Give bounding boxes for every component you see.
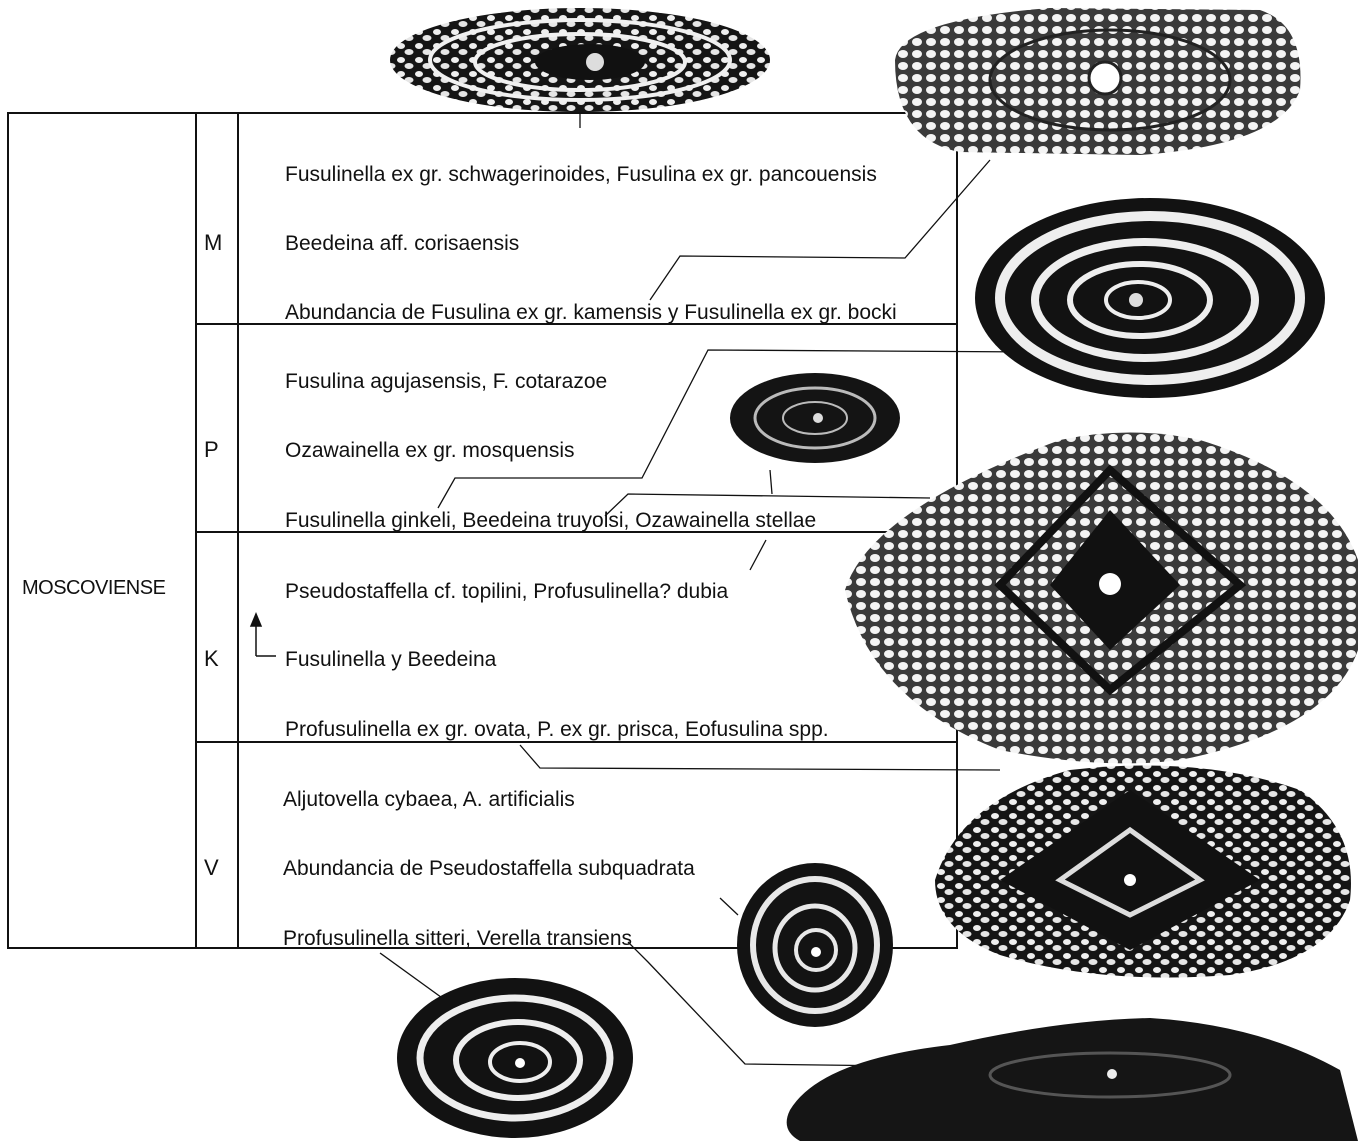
fossil-small-rounded <box>737 863 893 1027</box>
fossil-right-oval <box>975 198 1325 398</box>
entry-p-2: Ozawainella ex gr. mosquensis <box>285 440 574 461</box>
substage-code-m: M <box>204 232 222 254</box>
fossil-top-left <box>390 8 770 112</box>
fossil-right-lower <box>935 766 1351 978</box>
entry-k-3: Profusulinella ex gr. ovata, P. ex gr. p… <box>285 719 829 740</box>
entry-m-3: Abundancia de Fusulina ex gr. kamensis y… <box>285 302 897 323</box>
entry-v-3: Profusulinella sitteri, Verella transien… <box>283 928 632 949</box>
era-label: MOSCOVIENSE <box>22 578 165 598</box>
fossil-small-center <box>730 373 900 463</box>
substage-code-p: P <box>204 439 219 461</box>
fossil-bottom-right <box>787 1018 1358 1141</box>
entry-k-2: Fusulinella y Beedeina <box>285 649 496 670</box>
fossil-top-right <box>895 8 1301 155</box>
entry-p-3: Fusulinella ginkeli, Beedeina truyolsi, … <box>285 510 816 531</box>
substage-code-k: K <box>204 648 219 670</box>
entry-p-1: Fusulina agujasensis, F. cotarazoe <box>285 371 607 392</box>
fossil-bottom-left <box>397 978 633 1138</box>
fossil-large-rhomboid <box>845 433 1358 764</box>
entry-k-1: Pseudostaffella cf. topilini, Profusulin… <box>285 581 728 602</box>
entry-v-1: Aljutovella cybaea, A. artificialis <box>283 789 575 810</box>
entry-m-1: Fusulinella ex gr. schwagerinoides, Fusu… <box>285 164 877 185</box>
entry-v-2: Abundancia de Pseudostaffella subquadrat… <box>283 858 695 879</box>
entry-m-2: Beedeina aff. corisaensis <box>285 233 519 254</box>
substage-code-v: V <box>204 857 219 879</box>
